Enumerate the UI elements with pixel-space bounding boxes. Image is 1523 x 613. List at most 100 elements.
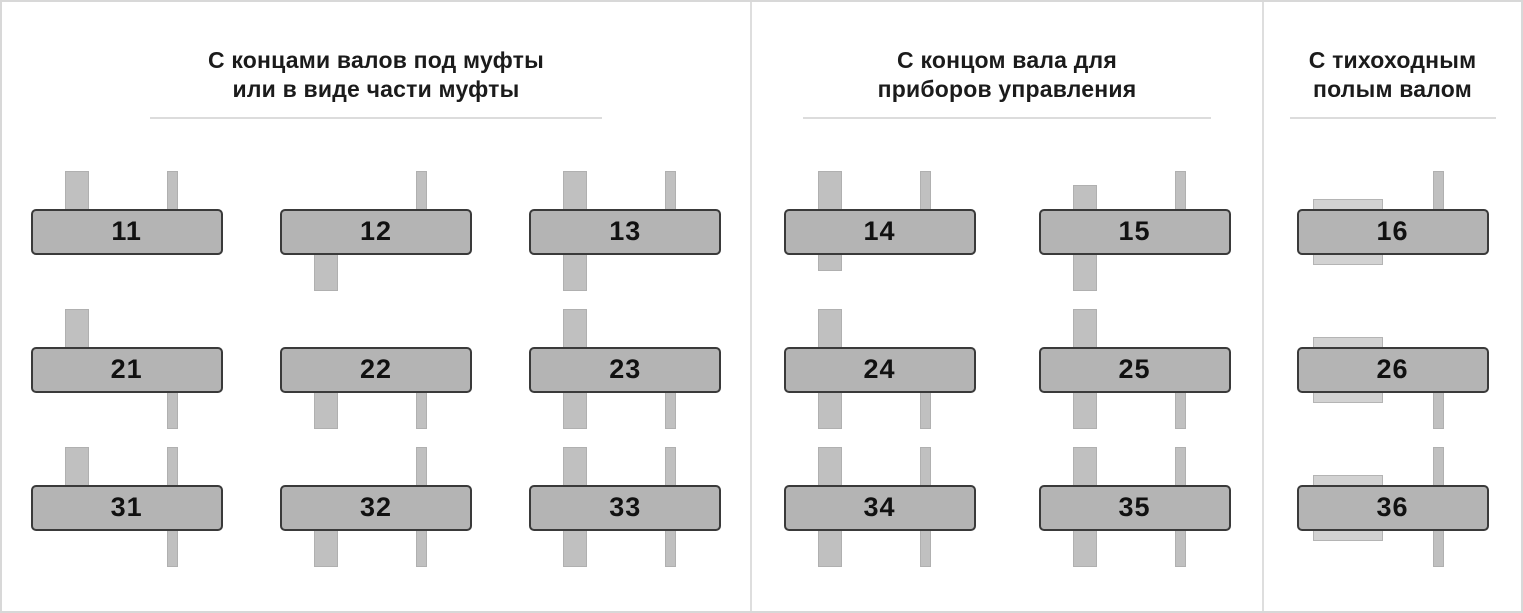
- unit-cells: 31 32 33: [2, 438, 750, 576]
- unit-label: 34: [863, 491, 896, 522]
- gearbox-body: 32: [279, 485, 472, 531]
- gearbox-body: 14: [783, 209, 976, 255]
- gearbox-body: 16: [1296, 209, 1489, 255]
- gearbox-unit: 24: [783, 309, 976, 429]
- gearbox-body: 12: [279, 209, 472, 255]
- unit-label: 14: [863, 215, 896, 246]
- unit-label: 11: [111, 215, 142, 246]
- unit-row: 24 25: [752, 300, 1262, 438]
- unit-cell-35[interactable]: 35: [1007, 438, 1262, 576]
- gearbox-unit: 33: [529, 447, 722, 567]
- unit-cell-22[interactable]: 22: [251, 300, 500, 438]
- unit-row: 34 35: [752, 438, 1262, 576]
- gearbox-unit: 23: [529, 309, 722, 429]
- gearbox-body: 25: [1038, 347, 1231, 393]
- gearbox-body: 23: [529, 347, 722, 393]
- unit-label: 24: [863, 353, 896, 384]
- unit-rows: 16 26 36: [1264, 162, 1521, 611]
- gearbox-unit: 22: [279, 309, 472, 429]
- unit-label: 22: [359, 353, 392, 384]
- gearbox-unit: 34: [783, 447, 976, 567]
- unit-cells: 26: [1264, 300, 1521, 438]
- unit-label: 16: [1376, 215, 1409, 246]
- unit-cells: 14 15: [752, 162, 1262, 300]
- gearbox-unit: 21: [30, 309, 223, 429]
- group-title: С концами валов под муфты или в виде час…: [208, 47, 544, 103]
- unit-cells: 11 12 13: [2, 162, 750, 300]
- gearbox-body: 33: [529, 485, 722, 531]
- gearbox-body: 31: [30, 485, 223, 531]
- unit-cell-14[interactable]: 14: [752, 162, 1007, 300]
- gearbox-unit: 13: [529, 171, 722, 291]
- gearbox-body: 11: [30, 209, 223, 255]
- unit-cells: 34 35: [752, 438, 1262, 576]
- unit-row: 31 32 33: [2, 438, 750, 576]
- header-divider: [1289, 116, 1496, 119]
- unit-label: 21: [110, 353, 143, 384]
- unit-label: 32: [359, 491, 392, 522]
- unit-label: 31: [110, 491, 143, 522]
- gearbox-body: 34: [783, 485, 976, 531]
- header-divider: [150, 116, 602, 119]
- unit-label: 33: [609, 491, 642, 522]
- gearbox-body: 35: [1038, 485, 1231, 531]
- unit-row: 36: [1264, 438, 1521, 576]
- group-hollow-low-speed-shaft: С тихоходным полым валом 16 26 36: [1262, 2, 1521, 611]
- unit-label: 13: [609, 215, 642, 246]
- unit-label: 15: [1118, 215, 1151, 246]
- gearbox-body: 22: [279, 347, 472, 393]
- unit-cell-36[interactable]: 36: [1264, 438, 1521, 576]
- unit-row: 21 22 23: [2, 300, 750, 438]
- unit-label: 12: [359, 215, 392, 246]
- unit-cell-12[interactable]: 12: [251, 162, 500, 300]
- unit-rows: 11 12 13 21 22 23 31 32 33: [2, 162, 750, 611]
- unit-cell-31[interactable]: 31: [2, 438, 251, 576]
- group-header-hollow-low-speed-shaft: С тихоходным полым валом: [1264, 46, 1521, 119]
- unit-cell-16[interactable]: 16: [1264, 162, 1521, 300]
- unit-cells: 21 22 23: [2, 300, 750, 438]
- gearbox-unit: 32: [279, 447, 472, 567]
- unit-cell-13[interactable]: 13: [501, 162, 750, 300]
- unit-cell-24[interactable]: 24: [752, 300, 1007, 438]
- unit-cell-34[interactable]: 34: [752, 438, 1007, 576]
- unit-cell-15[interactable]: 15: [1007, 162, 1262, 300]
- unit-label: 36: [1376, 491, 1409, 522]
- group-shaft-ends-for-couplings: С концами валов под муфты или в виде час…: [2, 2, 750, 611]
- unit-row: 14 15: [752, 162, 1262, 300]
- group-header-shaft-ends-for-couplings: С концами валов под муфты или в виде час…: [2, 46, 750, 119]
- unit-row: 26: [1264, 300, 1521, 438]
- unit-cell-11[interactable]: 11: [2, 162, 251, 300]
- gearbox-unit: 14: [783, 171, 976, 291]
- header-divider: [803, 116, 1211, 119]
- unit-row: 11 12 13: [2, 162, 750, 300]
- group-title: С концом вала для приборов управления: [877, 47, 1137, 103]
- gearbox-unit: 25: [1038, 309, 1231, 429]
- group-title: С тихоходным полым валом: [1308, 47, 1477, 103]
- unit-label: 23: [609, 353, 642, 384]
- gearbox-body: 24: [783, 347, 976, 393]
- gearbox-unit: 31: [30, 447, 223, 567]
- unit-cell-32[interactable]: 32: [251, 438, 500, 576]
- gearbox-body: 26: [1296, 347, 1489, 393]
- group-header-shaft-end-for-control-devices: С концом вала для приборов управления: [752, 46, 1262, 119]
- unit-cell-25[interactable]: 25: [1007, 300, 1262, 438]
- gearbox-unit: 36: [1296, 447, 1489, 567]
- unit-cells: 24 25: [752, 300, 1262, 438]
- unit-label: 26: [1376, 353, 1409, 384]
- unit-cell-23[interactable]: 23: [501, 300, 750, 438]
- gearbox-unit: 11: [30, 171, 223, 291]
- gearbox-unit: 12: [279, 171, 472, 291]
- gearbox-body: 21: [30, 347, 223, 393]
- unit-row: 16: [1264, 162, 1521, 300]
- gearbox-unit: 16: [1296, 171, 1489, 291]
- gearbox-unit: 26: [1296, 309, 1489, 429]
- unit-label: 25: [1118, 353, 1151, 384]
- gearbox-body: 15: [1038, 209, 1231, 255]
- unit-cell-21[interactable]: 21: [2, 300, 251, 438]
- unit-cell-33[interactable]: 33: [501, 438, 750, 576]
- unit-cell-26[interactable]: 26: [1264, 300, 1521, 438]
- unit-cells: 36: [1264, 438, 1521, 576]
